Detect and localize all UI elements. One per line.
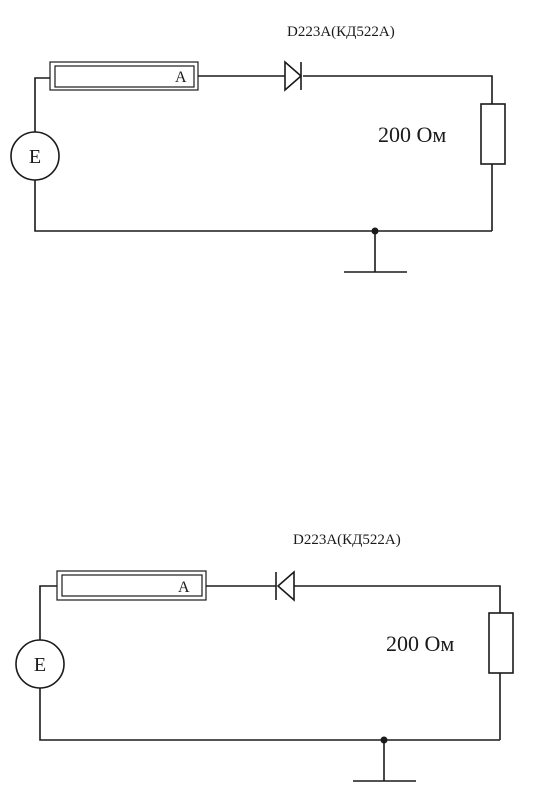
circuit-1: A D223A(КД522А) 200 Ом E [10,24,506,273]
diode-label: D223A(КД522А) [287,24,395,40]
resistor-label: 200 Ом [386,631,454,656]
ammeter: A [49,61,199,91]
ammeter-label: A [175,69,187,86]
wire-bottom [34,180,492,232]
wire-bottom [39,688,500,741]
diode [275,570,295,602]
wire-top-right [294,585,501,613]
wire-top-left [39,585,57,640]
wire-top-left [34,77,50,132]
resistor [488,612,514,674]
source-label: E [29,146,41,168]
ammeter-label: A [178,579,190,596]
circuit-2: A D223A(КД522А) 200 Ом E [15,532,514,782]
ground [344,227,407,273]
diode-label: D223A(КД522А) [293,532,401,548]
source-label: E [34,654,46,676]
ground [353,736,416,782]
diode [284,60,303,92]
wire-top-right [303,75,493,104]
voltage-source [10,131,60,181]
ammeter: A [56,570,207,601]
voltage-source [15,639,65,689]
resistor [480,103,506,165]
resistor-label: 200 Ом [378,122,446,147]
